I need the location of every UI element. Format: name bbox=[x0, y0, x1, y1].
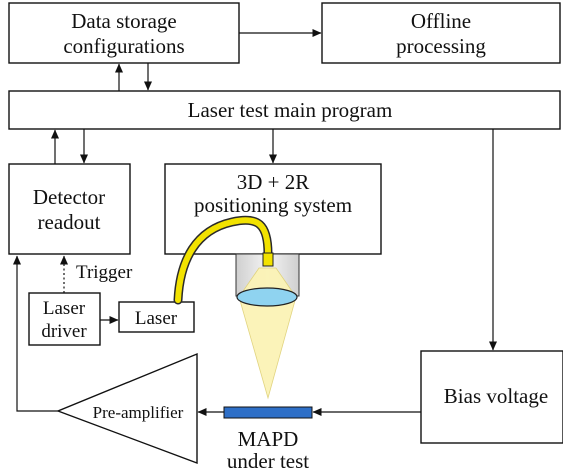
laser-driver-block: Laser driver bbox=[28, 292, 101, 346]
main-program-block: Laser test main program bbox=[8, 90, 561, 130]
fiber-connector bbox=[262, 252, 274, 267]
connections bbox=[13, 29, 497, 416]
main-program-label: Laser test main program bbox=[188, 98, 393, 122]
data-storage-block: Data storage configurations bbox=[8, 2, 240, 64]
detector-readout-block: Detector readout bbox=[8, 163, 131, 255]
laser-driver-label-line1: Laser bbox=[43, 298, 86, 319]
positioning-label-line2: positioning system bbox=[194, 193, 352, 217]
bias-voltage-block: Bias voltage bbox=[420, 350, 563, 444]
data-storage-label-line2: configurations bbox=[63, 34, 184, 58]
detector-label-line1: Detector bbox=[33, 185, 105, 209]
optics-assembly bbox=[173, 215, 300, 400]
mapd-sensor bbox=[223, 406, 313, 419]
offline-processing-block: Offline processing bbox=[321, 2, 561, 64]
bias-voltage-label: Bias voltage bbox=[444, 384, 548, 408]
detector-label-line2: readout bbox=[38, 210, 101, 234]
trigger-label: Trigger bbox=[76, 262, 133, 283]
focusing-lens bbox=[236, 287, 298, 307]
optical-fiber bbox=[175, 217, 271, 303]
preamplifier-block: Pre-amplifier bbox=[56, 352, 198, 465]
offline-label-line2: processing bbox=[396, 34, 486, 58]
mapd-label-line2: under test bbox=[227, 449, 309, 473]
laser-driver-label-line2: driver bbox=[41, 321, 87, 342]
data-storage-label-line1: Data storage bbox=[71, 9, 177, 33]
preamplifier-label: Pre-amplifier bbox=[93, 403, 184, 422]
laser-label: Laser bbox=[135, 308, 178, 329]
offline-label-line1: Offline bbox=[411, 9, 471, 33]
positioning-label-line1: 3D + 2R bbox=[237, 170, 310, 194]
laser-block: Laser bbox=[118, 301, 195, 333]
mapd-label-line1: MAPD bbox=[238, 427, 299, 451]
